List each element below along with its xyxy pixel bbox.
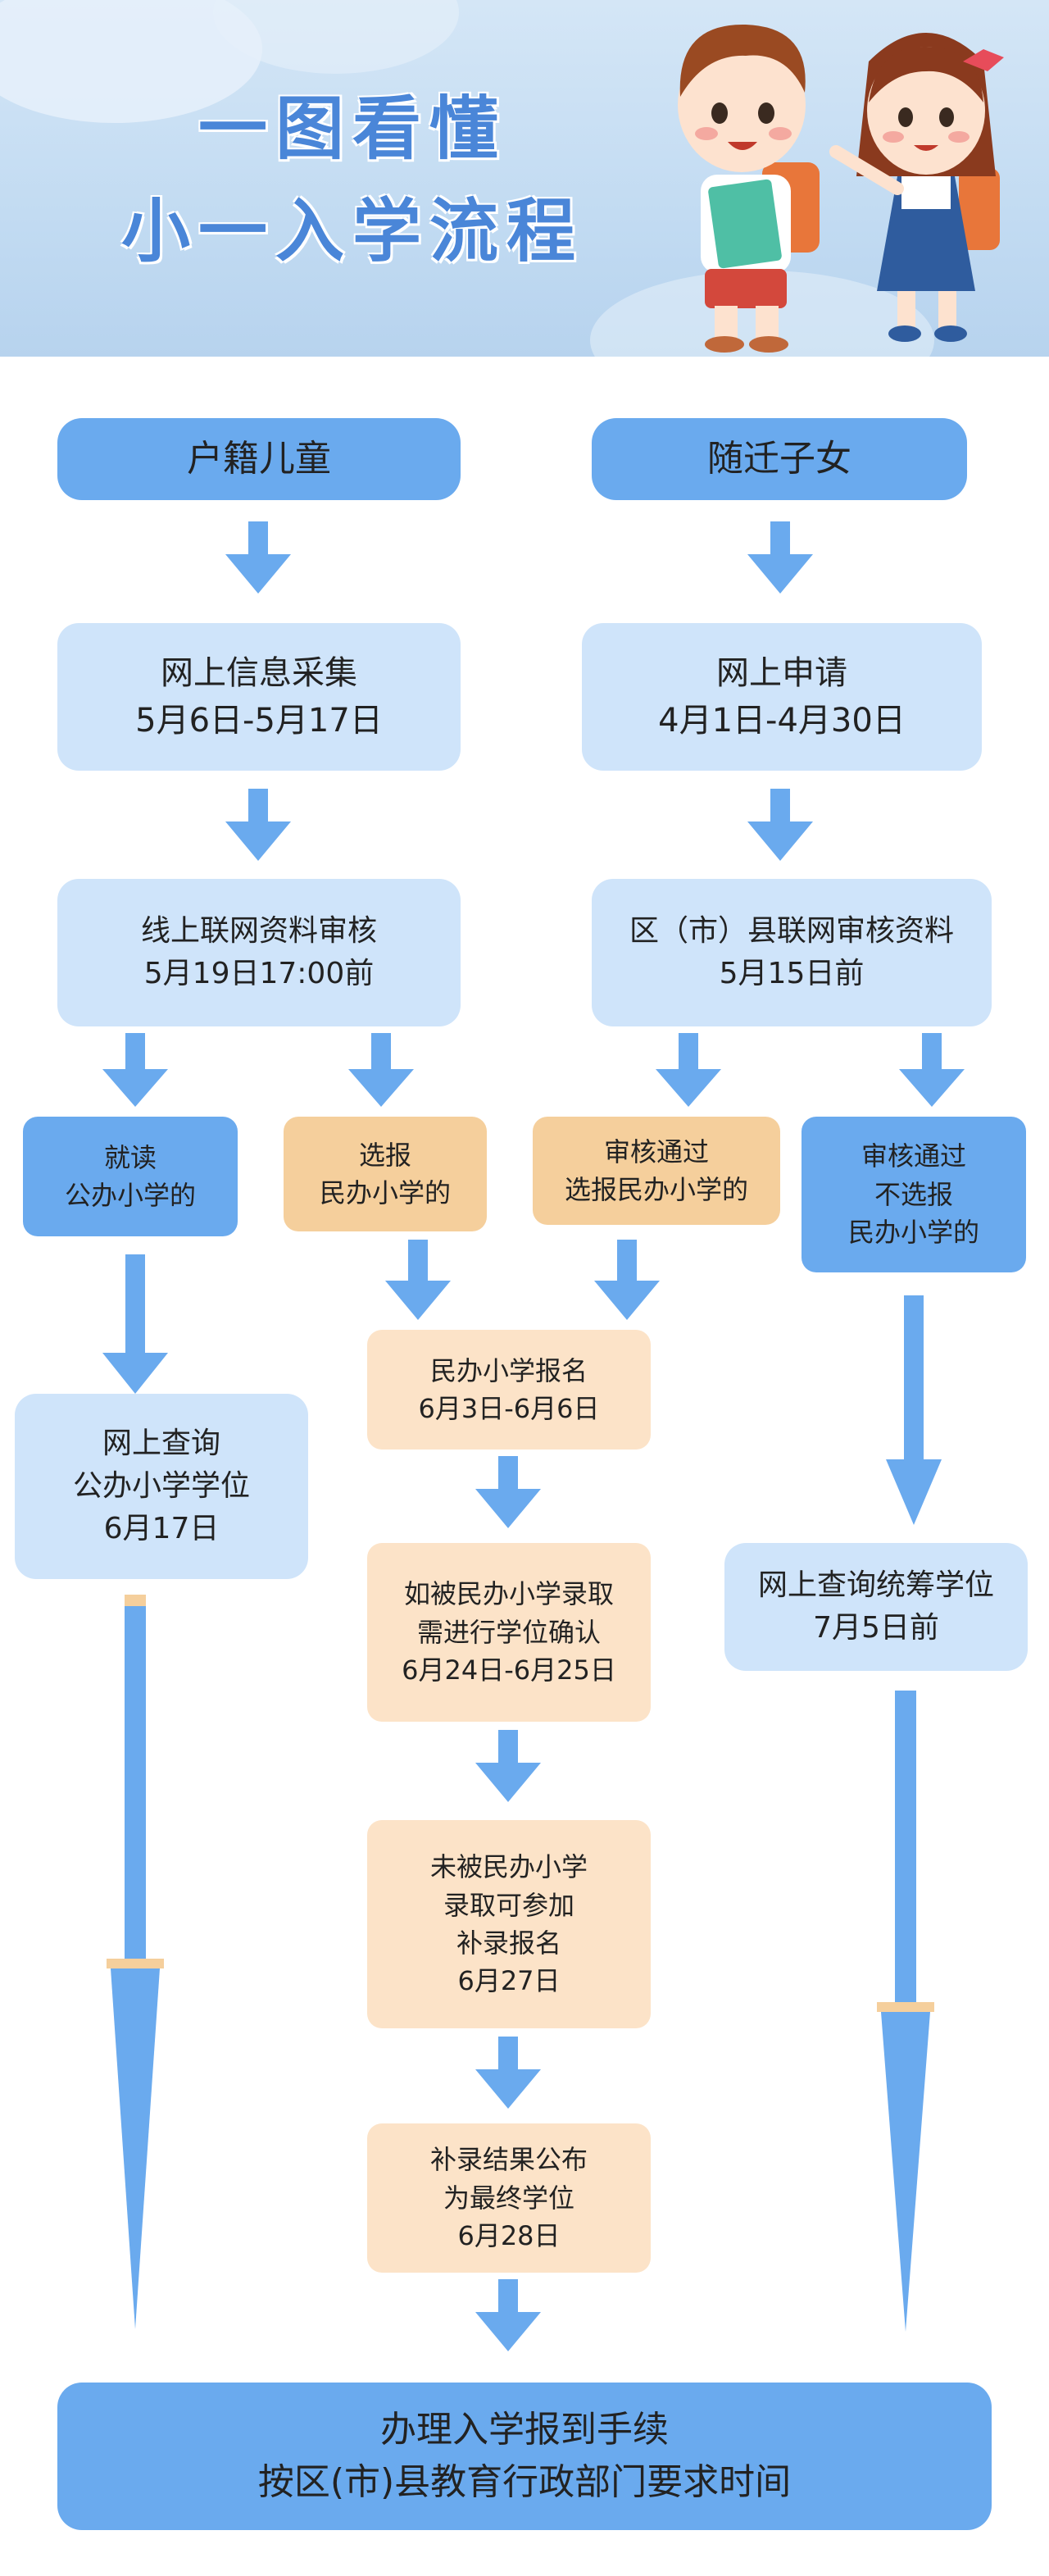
step-supplementary-registration: 未被民办小学 录取可参加 补录报名 6月27日 <box>367 1820 651 2028</box>
arrow-down-icon <box>475 1730 541 1802</box>
arrow-down-icon <box>102 1033 168 1107</box>
label-migrant-children: 随迁子女 <box>592 418 967 500</box>
step-pooled-school-query: 网上查询统筹学位 7月5日前 <box>724 1543 1028 1671</box>
arrow-down-icon <box>475 2037 541 2109</box>
arrow-down-icon <box>594 1240 660 1320</box>
arrow-down-icon <box>881 2012 930 2332</box>
arrow-down-icon <box>475 2279 541 2351</box>
arrow-down-icon <box>225 789 291 861</box>
option-private-school-household: 选报 民办小学的 <box>284 1117 487 1231</box>
girl-illustration <box>829 33 1004 342</box>
step-online-application: 网上申请 4月1日-4月30日 <box>582 623 982 771</box>
arrow-down-icon <box>886 1295 942 1525</box>
arrow-down-icon <box>225 521 291 594</box>
arrow-down-icon <box>747 521 813 594</box>
option-public-school: 就读 公办小学的 <box>23 1117 238 1236</box>
step-online-review: 线上联网资料审核 5月19日17:00前 <box>57 879 461 1026</box>
boy-illustration <box>678 24 820 353</box>
arrow-down-icon <box>385 1240 451 1320</box>
header-banner: 一图看懂 小一入学流程 <box>0 0 1049 357</box>
step-online-info-collection: 网上信息采集 5月6日-5月17日 <box>57 623 461 771</box>
step-enrollment-registration: 办理入学报到手续 按区(市)县教育行政部门要求时间 <box>57 2383 992 2530</box>
step-admission-confirmation: 如被民办小学录取 需进行学位确认 6月24日-6月25日 <box>367 1543 651 1722</box>
step-supplementary-results: 补录结果公布 为最终学位 6月28日 <box>367 2123 651 2273</box>
step-district-review: 区（市）县联网审核资料 5月15日前 <box>592 879 992 1026</box>
arrow-down-icon <box>348 1033 414 1107</box>
title-line-1: 一图看懂 <box>198 89 506 169</box>
arrow-down-icon <box>747 789 813 861</box>
option-approved-private-school: 审核通过 选报民办小学的 <box>533 1117 780 1225</box>
title-line-2: 小一入学流程 <box>120 191 584 271</box>
arrow-down-icon <box>102 1254 168 1394</box>
arrow-down-icon <box>899 1033 965 1107</box>
step-private-registration: 民办小学报名 6月3日-6月6日 <box>367 1330 651 1450</box>
arrow-down-icon <box>475 1456 541 1528</box>
label-household-children: 户籍儿童 <box>57 418 461 500</box>
step-public-school-query: 网上查询 公办小学学位 6月17日 <box>15 1394 308 1579</box>
arrow-down-icon <box>111 1968 160 2329</box>
arrow-down-icon <box>656 1033 721 1107</box>
option-approved-no-private: 审核通过 不选报 民办小学的 <box>802 1117 1026 1272</box>
